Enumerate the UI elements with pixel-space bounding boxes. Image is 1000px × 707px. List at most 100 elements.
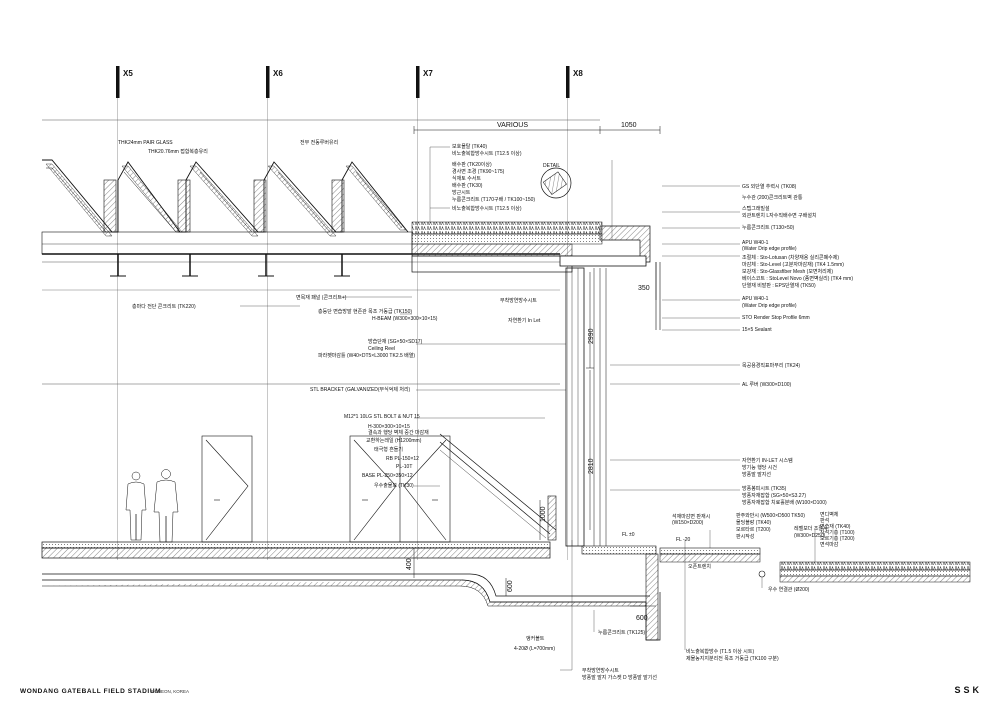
label-right: (Water Drip edge profile) [742,303,797,309]
labels-left: 층마다 전단 콘크리트 (TK220) 면목재 패널 (콘크리트+) 층등단 면… [132,294,438,489]
label-bottom: 앵커볼트 [526,635,545,642]
dimension-texts: VARIOUS 1050 350 2990 2810 1000 400 600 … [406,122,650,622]
label-right: AL 루버 (W300×D100) [742,381,792,388]
labels-top-center: 보호몰탈 (TK40) 비노출복합방수시트 (T12.5 이상) 배수판 (TK… [452,143,535,212]
label-right: 목공용경직표마무리 (TK24) [742,362,800,369]
dim-1050: 1050 [621,122,637,129]
label-mid: 자연환기 In Let [508,317,541,324]
label-right: (Water Drip edge profile) [742,246,797,252]
project-location: INCHEON, KOREA [150,689,190,694]
label-right: 15×5 Sealant [742,327,772,333]
detail-label: DETAIL [543,163,560,169]
label-right: 방풍자재잡합 (SG×50×S3.27) [742,492,806,499]
label-left: 파라펫마감틀 (W40×DT5×L3000 TK2.5 배열) [318,352,415,359]
label-bottom: 몰딩블랑 (TK40) [736,519,771,526]
labels-bottom: 석재마감면 판재시 (W150×D200) 판주와만시 (W500×D500 T… [514,511,855,681]
label-bottom: 우수 연결관 (Ø200) [768,586,810,593]
dim-various: VARIOUS [497,122,528,129]
label-bottom: 누름콘크리트 (TK125) [598,629,645,636]
label-right: 방기능 행당 시건 [742,464,777,471]
label-bottom: 판시작성 [736,533,754,540]
label-bottom: 면습재 (TK40) [820,523,851,530]
floor-slab [41,541,971,641]
label-bottom: 면석마감 [820,541,839,548]
label-top-center: 비노출복합방수시트 (T12.5 이상) [452,150,522,157]
label-top-center: 보호몰탈 (TK40) [452,143,487,150]
label-right: GS 외단열 추력시 (TK08) [742,183,797,190]
label-right: STO Render Stop Profile 6mm [742,315,810,321]
label-top-center: 방근시트 [452,189,471,196]
axis-label-x8: X8 [573,69,583,78]
label-right: 단열재 비발판 : EPS단열재 (TK50) [742,282,816,289]
label-right: APU W40-1 [742,240,769,246]
label-right: 방풍봉피시트 (TK35) [742,485,787,492]
label-left: RB PL-150×12 [386,456,419,462]
label-left: 층등단 면습방발 현존관 목조 거동급 (TK150) [318,308,412,315]
label-top-center: 경사면 조경 (TK90~175) [452,168,505,175]
label-bottom: 부착방연방수시트 [582,667,619,674]
dim-600-vertical: 600 [507,580,514,592]
label-right: 누수관 (200)콘크리트벽 관통 [742,194,803,201]
label-left: 층마다 전단 콘크리트 (TK220) [132,303,196,310]
labels-right: GS 외단열 추력시 (TK08) 누수관 (200)콘크리트벽 관통 스텝그래… [742,183,853,506]
dimension-lines [413,126,661,607]
label-right: 누름콘크리트 (T130×50) [742,224,795,231]
label-top-center: 배수판 (TK20이상) [452,161,492,168]
label-left: 결속과 행당 벽체 중간 마감재 [368,429,429,436]
label-top-center: 누름콘크리트 (T170구배 / TK100~150) [452,196,535,203]
label-bottom: 제물농지지분리전 목조 거동급 (TK100 구분) [686,655,779,662]
label-right: APU W40-1 [742,296,769,302]
label-right: 스텝그래빌설 [742,205,770,212]
label-left: M12*1 10LG STL BOLT & NUT 15 [344,414,420,420]
grid-axis-x6: X6 [266,66,283,560]
label-left: PL-10T [396,464,412,470]
label-left: Ceiling Reel [368,346,395,352]
label-bottom: 모르타르 (T200) [736,526,771,533]
label-bottom: 방풍발 발지 가스켓 D 방풍발 발기선 [582,674,657,681]
label-right: 베이스코트 : StoLevel Novo (종면벽실리) (TK4 mm) [742,275,853,282]
label-right: 조절체 : Sto-Lotusan (차양재용 실리콘폐수제) [742,254,839,261]
label-left: 우수출물보 (TK30) [374,482,414,489]
dim-350: 350 [638,285,650,292]
label-left: 면목재 패널 (콘크리트+) [296,294,347,301]
label-left: 태극형 흔들기 [374,446,403,453]
grid-axes: X5 X6 X7 X8 [116,66,583,560]
dim-2810: 2810 [588,458,595,474]
label-right: 방풍발 발지선 [742,471,771,478]
label-top-center: 배수판 (TK30) [452,182,483,189]
label-right: 자연환기 IN-LET 시스템 [742,457,793,464]
label-left: 방습단재 (SG×50×SD17) [368,338,423,345]
label-bottom: (W150×D200) [672,520,704,526]
label-bottom: (W300×D250) [794,533,826,539]
doors [201,435,451,543]
label-bottom: 4-20Ø (L=700mm) [514,646,555,652]
label-right: 외관트렌치 L자수직배수면 구배설치 [742,212,817,219]
label-left: BASE PL-250×350×12 [362,473,413,479]
label-bottom: 사석기층 (T100) [820,529,855,536]
label-left: STL BRACKET (GALVANIZED(부식억제 처리) [310,386,411,393]
label-bottom: 레벨보더 조절시 [794,525,828,532]
axis-label-x5: X5 [123,69,133,78]
label-left: H-BEAM (W300×300×10×15) [372,316,438,322]
label-pair-glass: THK24mm PAIR GLASS [118,140,173,146]
label-left: H-300×300×10×15 [368,424,410,430]
dim-2990: 2990 [588,328,595,344]
dim-1000: 1000 [540,506,547,522]
label-top-center: 식재토 수서트 [452,175,481,182]
dim-600-horizontal: 600 [636,615,648,622]
label-right: 방풍자재잡합 치료홀분배 (W100×D100) [742,499,827,506]
facade-wall [565,262,661,547]
label-bottom: FL ±0 [622,532,635,538]
diagonal-brace [439,433,557,541]
project-title: WONDANG GATEBALL FIELD STADIUM [20,688,162,695]
label-right: 보강재 : Sto-Glassfiber Mesh (모면처리제) [742,268,833,275]
label-bottom: 비노출복합방수 (T1.5 이상 시트) [686,648,754,655]
leader-lines [240,146,816,671]
label-bottom: 판석 [820,517,829,524]
label-mid: 부착방연방수시트 [500,297,537,304]
axis-label-x7: X7 [423,69,433,78]
dim-400: 400 [406,558,413,570]
label-bottom: 판주와만시 (W500×D500 TK50) [736,512,805,519]
label-top-center: 비노출복합방수시트 (T12.5 이상) [452,205,522,212]
